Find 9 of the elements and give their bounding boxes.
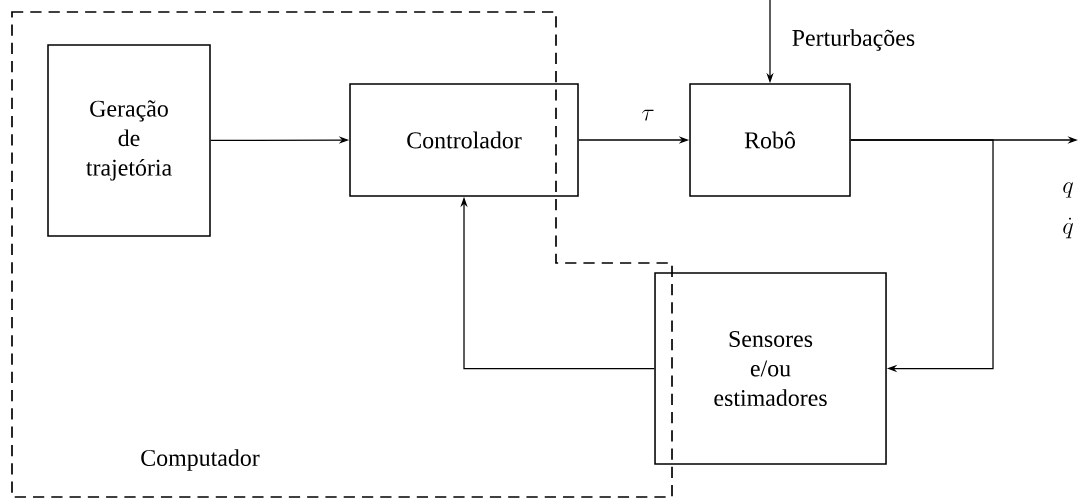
- edge-label: Perturbações: [790, 27, 917, 53]
- signal-label: $\dot{q}$: [1063, 217, 1073, 239]
- process-box: Geração de trajetória: [47, 44, 211, 237]
- edge-label: $\tau$: [640, 108, 656, 122]
- signal-label: $q$: [1063, 182, 1073, 198]
- arrow: [850, 139, 994, 373]
- process-box: Robô: [689, 83, 851, 197]
- process-box: Controlador: [349, 83, 579, 197]
- process-box: Sensores e/ou estimadores: [654, 272, 887, 465]
